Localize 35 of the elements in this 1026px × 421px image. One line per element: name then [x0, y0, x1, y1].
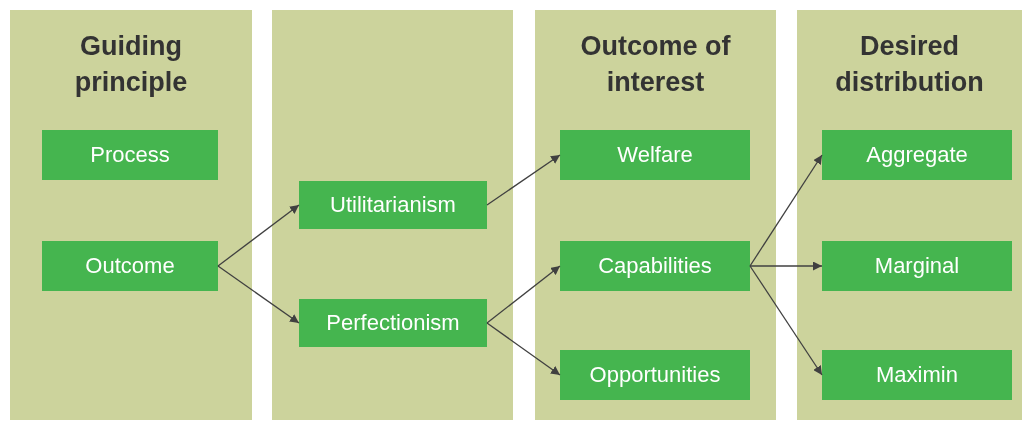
box-label: Process — [90, 142, 170, 168]
arrow — [486, 154, 561, 206]
arrow — [217, 204, 300, 267]
label-box — [822, 241, 1012, 291]
box-label: Welfare — [617, 142, 693, 168]
box-label: Aggregate — [866, 142, 968, 168]
label-box — [299, 181, 487, 229]
arrow — [217, 265, 300, 324]
label-box — [560, 350, 750, 400]
column-heading: Guiding principle — [73, 30, 189, 99]
column-band — [797, 10, 1022, 420]
arrow — [486, 265, 561, 324]
box-label: Marginal — [874, 253, 960, 279]
label-box — [299, 299, 487, 347]
box-label: Maximin — [876, 362, 958, 388]
column-band — [272, 10, 513, 420]
arrow — [749, 154, 823, 267]
box-label: Capabilities — [598, 253, 712, 279]
column-band — [535, 10, 776, 420]
label-box — [560, 130, 750, 180]
box-label: Perfectionism — [326, 310, 460, 336]
label-box — [822, 130, 1012, 180]
box-label: Opportunities — [589, 362, 721, 388]
label-box — [42, 130, 218, 180]
label-box — [42, 241, 218, 291]
box-label: Utilitarianism — [330, 192, 456, 218]
box-label: Outcome — [85, 253, 175, 279]
arrow — [749, 265, 823, 376]
column-heading: Desired distribution — [834, 30, 985, 99]
label-box — [560, 241, 750, 291]
column-band — [10, 10, 252, 420]
arrow — [486, 322, 561, 376]
label-box — [822, 350, 1012, 400]
column-heading: Outcome of interest — [579, 30, 732, 99]
arrow — [749, 261, 823, 271]
